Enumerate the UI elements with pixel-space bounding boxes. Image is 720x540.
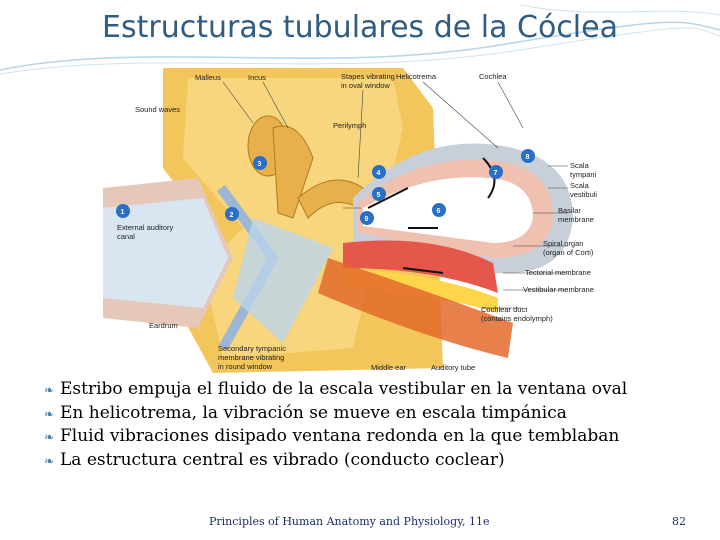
label-incus: Incus <box>248 73 266 82</box>
svg-text:9: 9 <box>365 216 369 223</box>
label-eardrum: Eardrum <box>149 321 178 330</box>
label-spiral-organ-2: (organ of Corti) <box>543 248 594 257</box>
label-basilar: Basilar <box>558 206 581 215</box>
bullet-item: ❧La estructura central es vibrado (condu… <box>44 449 684 473</box>
label-helicotrema: Helicotrema <box>396 72 437 81</box>
feather-bullet-icon: ❧ <box>44 383 55 397</box>
label-basilar-2: membrane <box>558 215 594 224</box>
feather-bullet-icon: ❧ <box>44 453 55 468</box>
label-middle-ear: Middle ear <box>371 363 407 372</box>
label-scala-vestibuli-2: vestibuli <box>570 190 597 199</box>
bullet-item: ❧Estribo empuja el fluido de la escala v… <box>44 378 684 402</box>
cochlea-diagram: 1 2 3 4 5 6 7 8 9 Malleus In <box>103 68 603 373</box>
label-perilymph: Perilymph <box>333 121 366 130</box>
number-markers: 1 2 3 4 5 6 7 8 9 <box>116 149 535 225</box>
slide-title: Estructuras tubulares de la Cóclea <box>102 10 618 45</box>
label-cochlear-duct: Cochlear duct <box>481 305 528 314</box>
incus-shape <box>272 125 314 219</box>
label-stapes: Stapes vibrating <box>341 72 395 81</box>
bullet-item: ❧Fluid vibraciones disipado ventana redo… <box>44 425 684 449</box>
svg-text:1: 1 <box>121 209 125 216</box>
label-sound-waves: Sound waves <box>135 105 180 114</box>
bullet-list: ❧Estribo empuja el fluido de la escala v… <box>44 378 684 472</box>
label-secondary-2: membrane vibrating <box>218 353 284 362</box>
label-secondary-3: in round window <box>218 362 273 371</box>
label-scala-vestibuli: Scala <box>570 181 590 190</box>
svg-text:8: 8 <box>526 154 530 161</box>
label-external-auditory: External auditory <box>117 223 174 232</box>
label-external-auditory-2: canal <box>117 232 135 241</box>
label-vestibular: Vestibular membrane <box>523 285 594 294</box>
footer-citation: Principles of Human Anatomy and Physiolo… <box>209 515 490 528</box>
svg-text:5: 5 <box>377 192 381 199</box>
label-scala-tympani: Scala <box>570 161 590 170</box>
label-secondary-1: Secondary tympanic <box>218 344 286 353</box>
bullet-item: ❧En helicotrema, la vibración se mueve e… <box>44 402 684 426</box>
label-tectorial: Tectorial membrane <box>525 268 591 277</box>
svg-text:3: 3 <box>258 161 262 168</box>
page-number: 82 <box>672 515 686 528</box>
scala-tympani-shape <box>343 240 498 293</box>
label-auditory-tube: Auditory tube <box>431 363 475 372</box>
svg-text:6: 6 <box>437 208 441 215</box>
label-cochlea: Cochlea <box>479 72 507 81</box>
label-spiral-organ: Spiral organ <box>543 239 583 248</box>
label-scala-tympani-2: tympani <box>570 170 597 179</box>
decorative-swirl <box>0 4 720 75</box>
feather-bullet-icon: ❧ <box>44 430 55 444</box>
svg-text:4: 4 <box>377 170 381 177</box>
label-cochlear-duct-2: (contains endolymph) <box>481 314 553 323</box>
label-malleus: Malleus <box>195 73 221 82</box>
feather-bullet-icon: ❧ <box>44 406 55 421</box>
label-stapes-2: in oval window <box>341 81 390 90</box>
svg-text:7: 7 <box>494 170 498 177</box>
svg-text:2: 2 <box>230 212 234 219</box>
